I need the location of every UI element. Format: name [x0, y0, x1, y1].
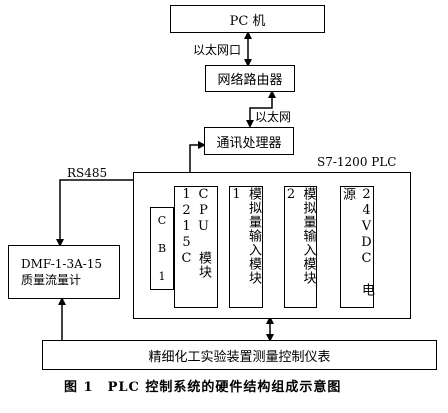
cb1-label: C B 1 [155, 213, 169, 284]
flowmeter-name: 质量流量计 [21, 273, 82, 287]
analog-input-2-label: 模拟量输入模块 2 [283, 187, 316, 285]
edge-router-comm [246, 90, 276, 128]
comm-processor-label: 通讯处理器 [216, 135, 282, 151]
cpu-module: CPU 模块 1215C [174, 186, 218, 308]
pc-label: PC 机 [229, 13, 266, 29]
cb1-module: C B 1 [150, 207, 174, 290]
flowmeter-node: DMF-1-3A-15 质量流量计 [8, 245, 120, 299]
flowmeter-model: DMF-1-3A-15 [21, 257, 103, 271]
edge-label-router-comm: 以太网 [255, 110, 292, 124]
power-supply-label: 24VDC 电源 [340, 187, 374, 297]
instrument-node: 精细化工实验装置测量控制仪表 [42, 340, 437, 370]
analog-input-1-label: 模拟量输入模块 1 [229, 187, 261, 285]
router-node: 网络路由器 [205, 65, 295, 92]
edge-label-pc-router: 以太网口 [193, 43, 242, 57]
router-label: 网络路由器 [217, 73, 283, 88]
figure-caption: 图 1 PLC 控制系统的硬件结构组成示意图 [64, 380, 342, 395]
pc-node: PC 机 [170, 5, 325, 33]
power-supply-module: 24VDC 电源 [340, 186, 374, 308]
analog-input-module-2: 模拟量输入模块 2 [284, 186, 317, 308]
edge-label-rs485: RS485 [67, 166, 108, 180]
cpu-label: CPU 模块 1215C [179, 187, 211, 279]
edge-comm-cpu [186, 141, 206, 188]
analog-input-module-1: 模拟量输入模块 1 [229, 186, 263, 308]
plc-title: S7-1200 PLC [317, 155, 397, 169]
instrument-label: 精细化工实验装置测量控制仪表 [148, 349, 331, 365]
comm-processor-node: 通讯处理器 [204, 127, 294, 155]
